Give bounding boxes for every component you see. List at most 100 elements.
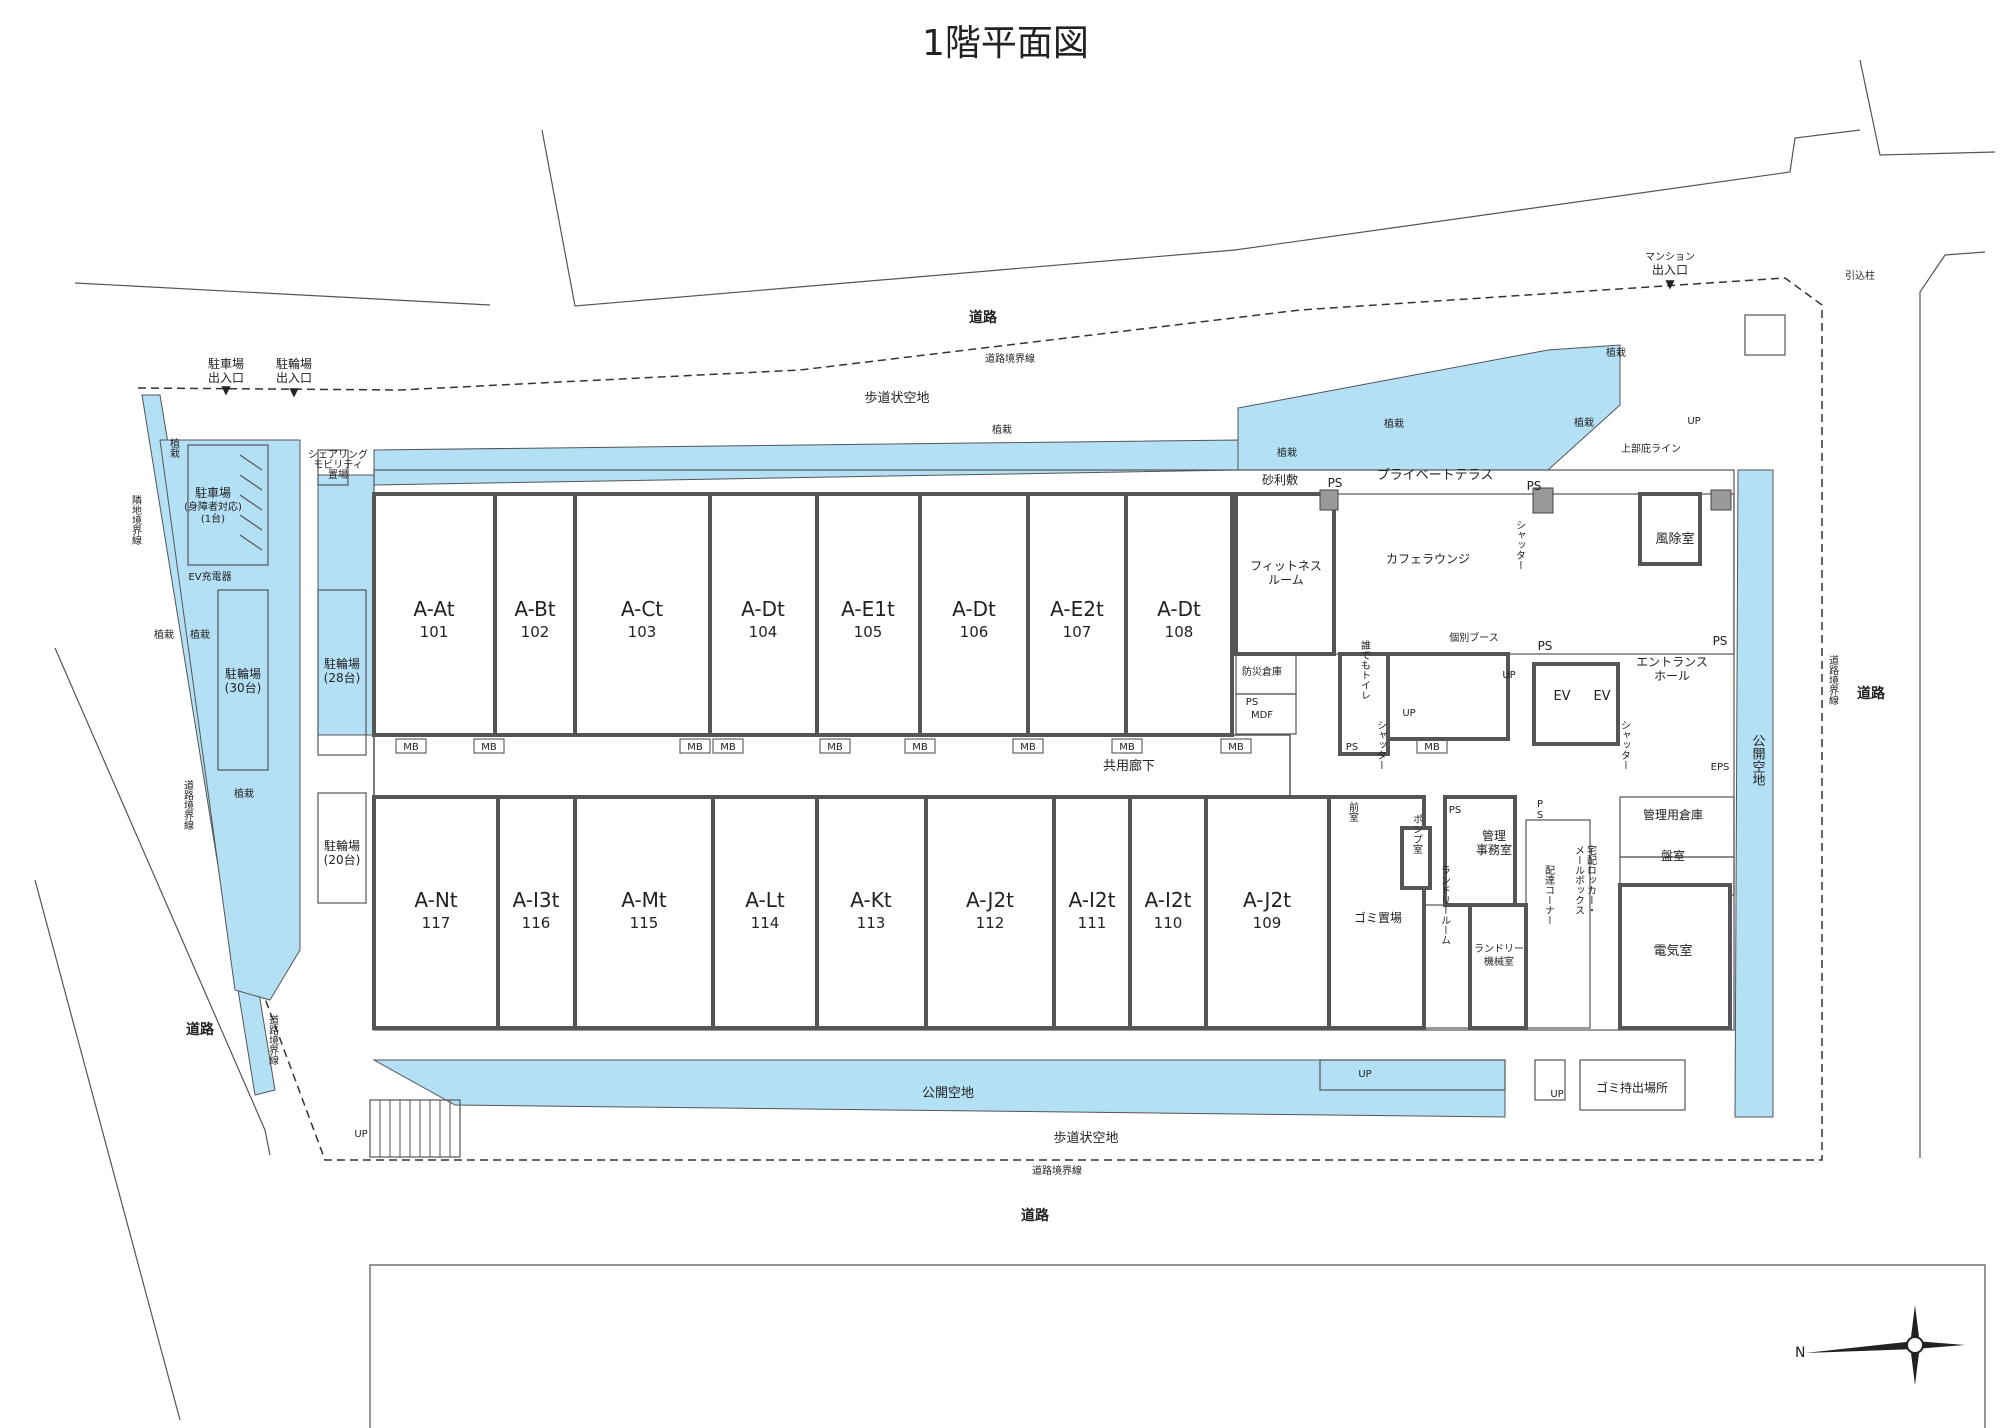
site-mb-label: MB [687, 742, 703, 753]
units_bottom-1-no-label: 116 [522, 914, 551, 932]
units_top-1-name-label: A-Bt [514, 597, 555, 621]
site-mb-label: MB [720, 742, 736, 753]
site-bicycle_entrance-0-label: 駐輪場 [276, 356, 312, 371]
corridor-label: 共用廊下 [1103, 758, 1155, 774]
rooms-laundry-label: ランドリールーム [1439, 865, 1451, 945]
site-sharing_mobility-2-label: 置場 [328, 468, 348, 481]
site-bike20-0-label: 駐輪場 [324, 838, 360, 853]
rooms-booth-label: 個別ブース [1449, 631, 1499, 644]
road-boundary-line [137, 277, 1823, 1161]
rooms-garbage_out-label: ゴミ持出場所 [1596, 1080, 1668, 1095]
site-up-label: UP [1502, 670, 1515, 681]
sidewalk-space-label-south: 歩道状空地 [1053, 1131, 1118, 1146]
rooms-mdf-label: MDF [1251, 710, 1273, 721]
units_top-3-name-label: A-Dt [741, 597, 785, 621]
rooms-ev-label: EV [1553, 689, 1570, 704]
site-mansion_entrance-1-label: 出入口 [1652, 263, 1688, 277]
rooms-ps-label: PS [1713, 634, 1728, 648]
units_bottom-0-name-label: A-Nt [414, 888, 457, 912]
rooms-office-1-label: 事務室 [1476, 842, 1512, 857]
units_bottom-7-name-label: A-I2t [1145, 888, 1192, 912]
units_bottom-0-no-label: 117 [422, 914, 451, 932]
rooms-ev-label: EV [1593, 689, 1610, 704]
units_top-7-no-label: 108 [1165, 623, 1194, 641]
rooms-entrance_hall-1-label: ホール [1654, 669, 1690, 683]
service-pole-box [1744, 314, 1786, 356]
site-mansion_entrance-0-label: マンション [1645, 252, 1695, 263]
site-planting-label: 植栽 [190, 628, 210, 641]
unit-115: A-Mt 115 [621, 888, 667, 932]
units_top-1-no-label: 102 [521, 623, 550, 641]
site-parking-1-label: (身障者対応) [184, 500, 242, 513]
units_bottom-3-no-label: 114 [751, 914, 780, 932]
stairs-bottom-left [369, 1099, 461, 1158]
rooms-laundry_machine-1-label: 機械室 [1484, 955, 1514, 968]
rooms-shutter-label: シャッター [1375, 720, 1387, 770]
units_bottom-8-no-label: 109 [1253, 914, 1282, 932]
site-bike20-1-label: (20台) [324, 852, 361, 867]
rooms-fitness-1-label: ルーム [1268, 573, 1304, 587]
site-parking_entrance-1-label: 出入口 [208, 371, 244, 385]
site-planting-label: 植栽 [168, 437, 180, 458]
rooms-office-0-label: 管理 [1482, 828, 1506, 843]
site-road_boundary-label: 道路境界線 [267, 1014, 279, 1065]
site-mb-label: MB [1119, 742, 1135, 753]
site-mb-label: MB [912, 742, 928, 753]
rooms-laundry_machine-0-label: ランドリー [1474, 943, 1524, 955]
rooms-delivery_corner-label: 配達コーナー [1543, 865, 1555, 925]
units_bottom-6-no-label: 111 [1078, 914, 1107, 932]
units_bottom-4-name-label: A-Kt [850, 888, 892, 912]
page-title: 1階平面図 [922, 23, 1089, 64]
site-up-label: UP [1402, 708, 1415, 719]
units_top-3-no-label: 104 [749, 623, 778, 641]
road-label-south: 道路 [1021, 1207, 1050, 1224]
rooms-eps-label: EPS [1711, 762, 1730, 773]
rooms-ps-label: PS [1527, 479, 1542, 493]
rooms-shutter-label: シャッター [1514, 520, 1526, 570]
rooms-mgmt_storage-label: 管理用倉庫 [1643, 807, 1703, 822]
common-rooms [1234, 487, 1735, 1111]
unit-113: A-Kt 113 [850, 888, 892, 932]
site-road_boundary-label: 道路境界線 [182, 779, 194, 830]
units_bottom-4-no-label: 113 [857, 914, 886, 932]
entrance-marker-icon: ▼ [289, 385, 299, 399]
units_bottom-1-name-label: A-I3t [513, 888, 560, 912]
units_bottom-2-name-label: A-Mt [621, 888, 667, 912]
site-parking-0-label: 駐車場 [195, 485, 231, 500]
site-parking_entrance-0-label: 駐車場 [208, 356, 244, 371]
rooms-ps-label: PS [1328, 476, 1343, 490]
site-up-label: UP [1687, 416, 1700, 427]
site-bike28-1-label: (28台) [324, 670, 361, 685]
units_bottom-2-no-label: 115 [630, 914, 659, 932]
rooms-disaster_storage-label: 防災倉庫 [1242, 665, 1282, 678]
public-space-label-south: 公開空地 [922, 1086, 974, 1101]
rooms-ps-label: PS [1346, 742, 1358, 753]
site-mb-label: MB [827, 742, 843, 753]
site-bike30-1-label: (30台) [225, 680, 262, 695]
site-planting-label: 植栽 [154, 628, 174, 641]
units_top-5-name-label: A-Dt [952, 597, 996, 621]
site-ev_charger-label: EV充電器 [188, 570, 231, 583]
unit-111: A-I2t 111 [1069, 888, 1116, 932]
rooms-cafe-label: カフェラウンジ [1386, 552, 1470, 566]
rooms-ps-label: PS [1449, 805, 1461, 816]
units_bottom-7-no-label: 110 [1154, 914, 1183, 932]
units_top-4-name-label: A-E1t [841, 597, 895, 621]
rooms-anteroom-label: 前室 [1347, 801, 1359, 822]
rooms-windbreak-label: 風除室 [1655, 531, 1694, 547]
site-up-label: UP [354, 1129, 367, 1140]
rooms-panel_room-label: 盤室 [1661, 848, 1685, 863]
site-mb-label: MB [481, 742, 497, 753]
site-mb-label: MB [1424, 742, 1440, 753]
site-up-label: UP [1550, 1089, 1563, 1100]
rooms-gravel-label: 砂利敷 [1262, 472, 1298, 487]
units_bottom-6-name-label: A-I2t [1069, 888, 1116, 912]
rooms-pump_room-label: ポンプ室 [1411, 814, 1423, 854]
